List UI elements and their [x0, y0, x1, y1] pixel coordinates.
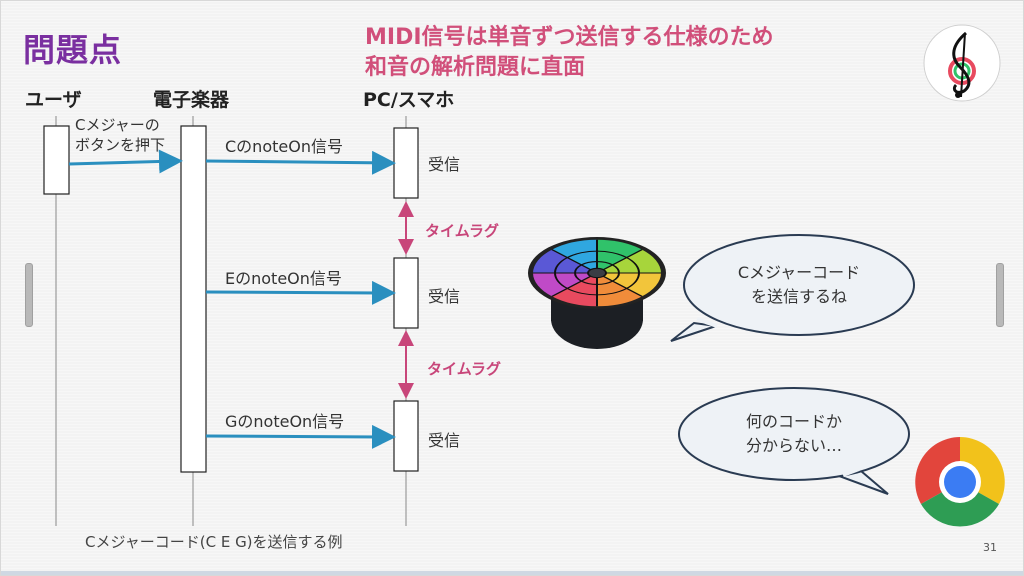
message-label-e: EのnoteOn信号 — [225, 269, 342, 288]
bubble-instrument-text: Cメジャーコード を送信するね — [709, 261, 889, 309]
time-lag-label-1: タイムラグ — [425, 222, 499, 240]
activation-user — [43, 125, 70, 195]
bubble-browser-text: 何のコードか 分からない… — [704, 410, 884, 458]
activation-instrument — [180, 125, 207, 473]
bubble-instrument — [670, 234, 915, 342]
lane-label-pc: PC/スマホ — [363, 89, 455, 111]
rainbow-circular-midi-controller-icon — [528, 237, 666, 349]
activation-pc-2 — [393, 257, 419, 329]
message-label-g: GのnoteOn信号 — [225, 412, 345, 431]
lane-label-instrument: 電子楽器 — [153, 89, 230, 111]
activation-pc-3 — [393, 400, 419, 472]
headline: MIDI信号は単音ずつ送信する仕様のため 和音の解析問題に直面 — [365, 23, 774, 83]
bubble-browser-line-2: 分からない… — [745, 436, 842, 455]
received-label-2: 受信 — [428, 287, 461, 306]
time-lag-label-2: タイムラグ — [427, 360, 501, 378]
bubble-browser — [678, 387, 910, 495]
page-number: 31 — [983, 541, 997, 554]
arrow-message-c — [205, 150, 396, 175]
slide-title: 問題点 — [23, 31, 123, 69]
arrow-message-e — [205, 280, 396, 305]
left-resize-handle[interactable] — [25, 263, 33, 327]
headline-line-2: 和音の解析問題に直面 — [365, 55, 586, 80]
bubble-instrument-line-2: を送信するね — [750, 287, 847, 306]
lane-label-user: ユーザ — [25, 89, 82, 111]
bubble-instrument-line-1: Cメジャーコード — [737, 263, 861, 282]
right-resize-handle[interactable] — [996, 263, 1004, 327]
headline-line-1: MIDI信号は単音ずつ送信する仕様のため — [365, 25, 774, 50]
diagram-caption: Cメジャーコード(C E G)を送信する例 — [85, 533, 343, 551]
received-label-1: 受信 — [428, 155, 461, 174]
arrow-message-g — [205, 424, 396, 449]
treble-clef-rainbow-logo-icon — [923, 24, 1001, 102]
message-label-c: CのnoteOn信号 — [225, 137, 343, 156]
chrome-browser-icon — [915, 437, 1005, 527]
user-action-label: Cメジャーの ボタンを押下 — [75, 115, 165, 155]
bubble-browser-line-1: 何のコードか — [745, 412, 842, 431]
arrow-user-press — [68, 149, 183, 174]
received-label-3: 受信 — [428, 431, 461, 450]
user-action-line-1: Cメジャーの — [75, 116, 160, 134]
user-action-line-2: ボタンを押下 — [75, 136, 166, 154]
activation-pc-1 — [393, 127, 419, 199]
bottom-bar — [1, 571, 1023, 575]
